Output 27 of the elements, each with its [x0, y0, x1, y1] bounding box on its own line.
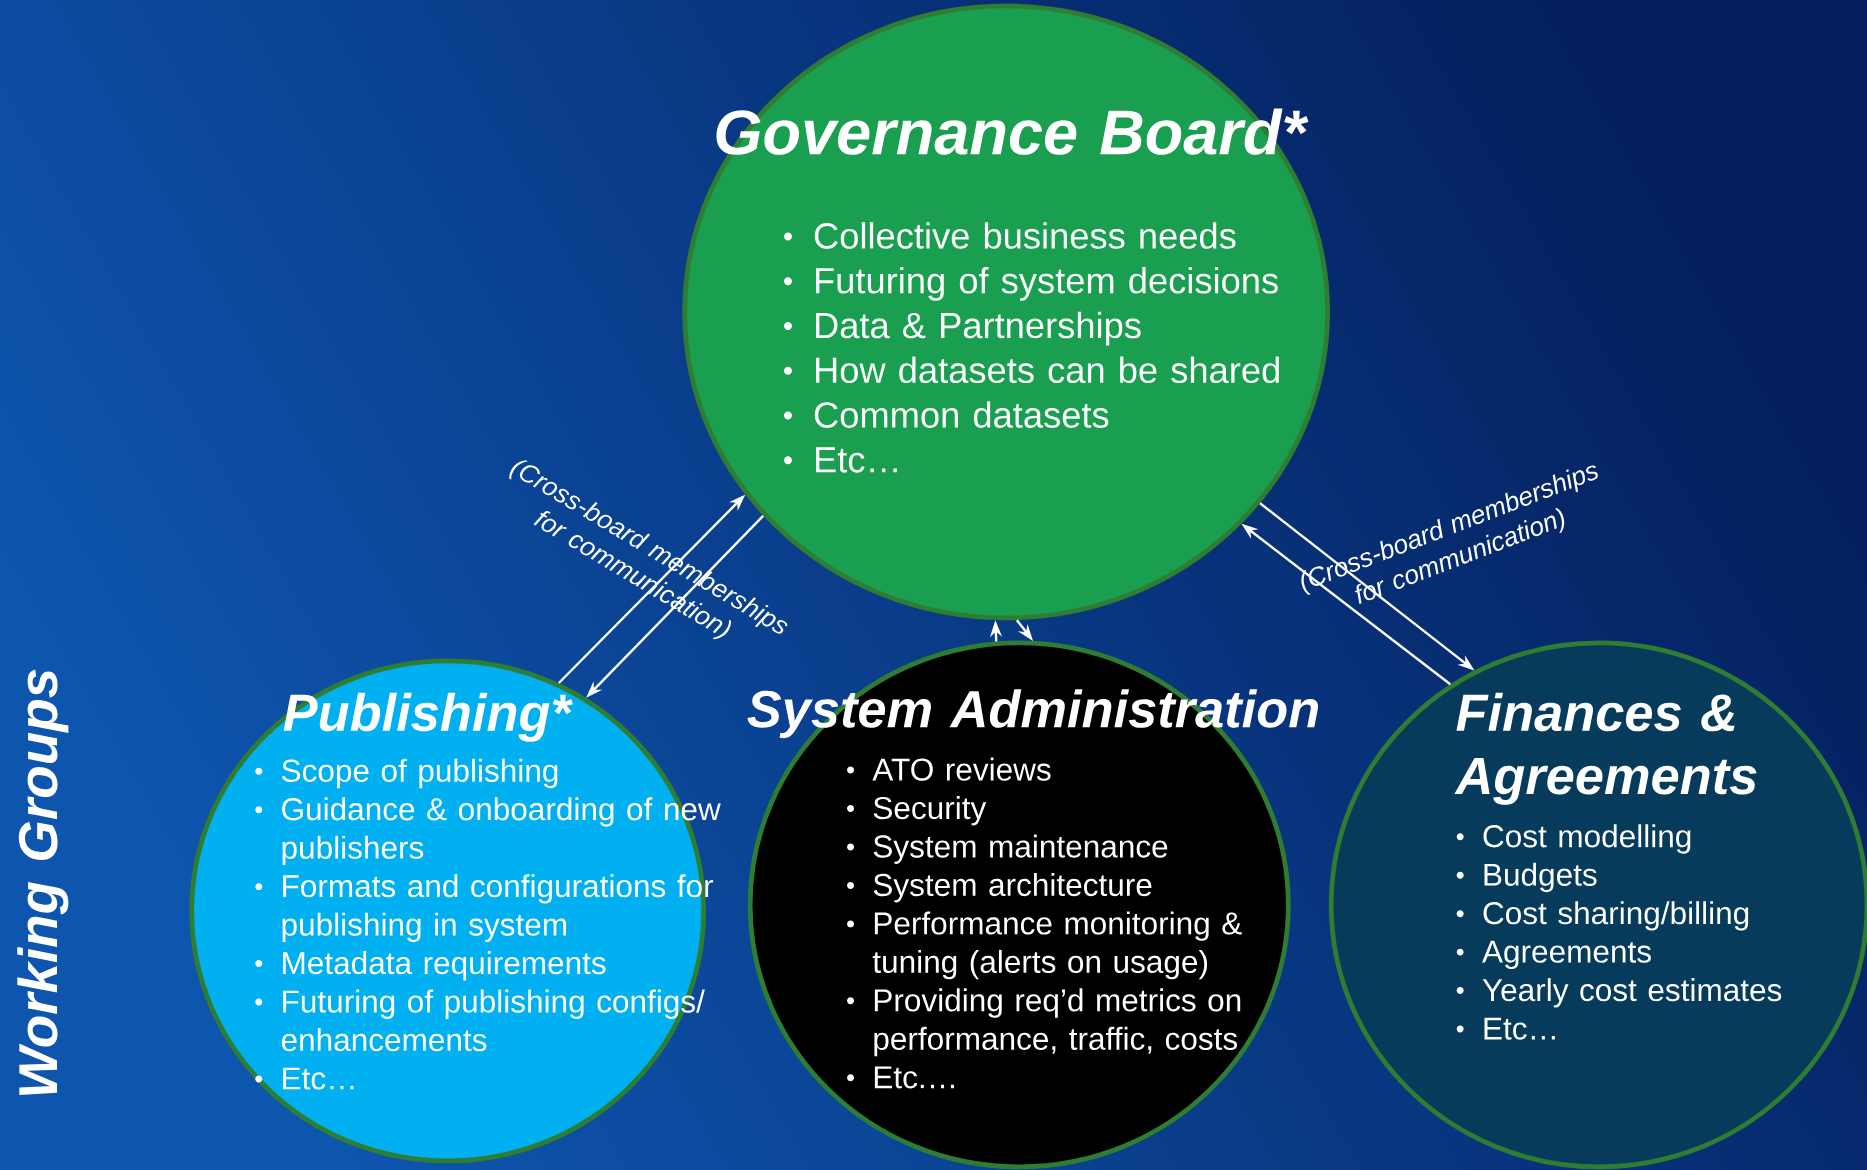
bullet-item: ATO reviews: [872, 757, 1051, 781]
bullet-item: Scope of publishing: [281, 758, 558, 788]
circle-title: Governance Board*: [716, 108, 1309, 155]
bullet-item: Performance monitoring & tuning (alerts on usage): [872, 911, 1242, 980]
circle-title: Finances & Agreements: [1454, 692, 1757, 805]
bullet-item: Data & Partnerships: [816, 311, 1141, 346]
bullet-item: Futuring of system decisions: [816, 266, 1278, 301]
bullet-item: Yearly cost estimates: [1482, 977, 1782, 1008]
bullet-item: Etc.…: [874, 1066, 954, 1089]
bullet-item: Etc…: [816, 447, 897, 473]
bullet-item: Guidance & onboarding of new publishers: [282, 797, 721, 865]
bullet-item: System maintenance: [873, 834, 1168, 864]
bullet-item: Providing req’d metrics on performance, traffic, costs: [874, 988, 1241, 1056]
bullet-item: Security: [873, 795, 987, 826]
bullet-item: Etc…: [283, 1067, 354, 1090]
bullet-item: How datasets can be shared: [816, 356, 1279, 383]
circle-title: Publishing*: [283, 692, 573, 742]
side-heading: Working Groups: [17, 669, 69, 1095]
bullet-item: Agreements: [1482, 940, 1651, 969]
bullet-item: Collective business needs: [814, 221, 1236, 249]
bullet-item: System architecture: [873, 872, 1152, 903]
bullet-item: Budgets: [1484, 862, 1597, 892]
bullet-item: Metadata requirements: [283, 950, 606, 981]
bullet-item: Cost sharing/billing: [1483, 901, 1749, 931]
bullet-item: Etc…: [1484, 1017, 1555, 1040]
bullet-item: Cost modelling: [1483, 824, 1691, 854]
bullet-item: Common datasets: [814, 401, 1109, 428]
